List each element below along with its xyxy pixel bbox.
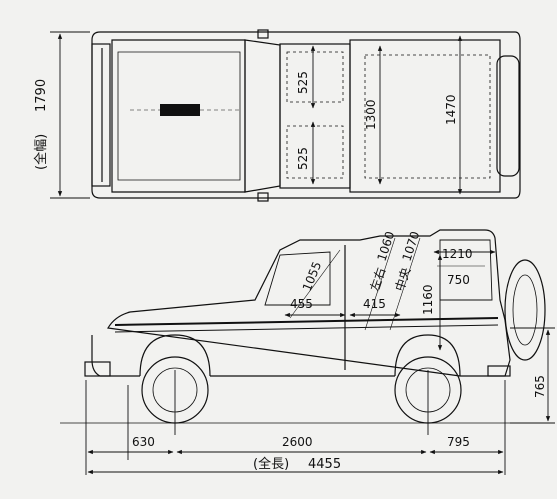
rear-overhang: 795: [447, 435, 470, 449]
rear-seat-gap: 415: [363, 297, 386, 311]
overall-length-value: 4455: [308, 457, 341, 472]
rear-compartment-height: 1160: [421, 284, 435, 315]
overall-width-value: 1790: [34, 79, 49, 112]
front-overhang: 630: [132, 435, 155, 449]
top-view-dimensions: [50, 31, 463, 199]
overall-width-label: (全幅): [33, 134, 49, 170]
front-seat-depth: 455: [290, 297, 313, 311]
side-view-labels: 1055 1060 左右 1070 中央 1210 750 455 415 11…: [132, 230, 547, 472]
headroom-rear-label: 左右: [367, 265, 389, 292]
rear-length: 1210: [442, 247, 473, 261]
overall-height-part: 765: [533, 375, 547, 398]
track-front: 1300: [364, 99, 378, 130]
seat-width-rear: 525: [296, 147, 310, 170]
rear-height: 750: [447, 273, 470, 287]
side-view: [60, 229, 546, 424]
track-rear: 1470: [444, 94, 458, 125]
headroom-rear: 1060: [375, 230, 398, 263]
seat-width-front: 525: [296, 71, 310, 94]
headroom-center-label: 中央: [392, 265, 414, 292]
overall-length-label: (全長): [253, 456, 289, 472]
side-view-dimensions: [85, 237, 555, 475]
wheelbase: 2600: [282, 435, 313, 449]
top-view-labels: (全幅) 1790 525 525 1300 1470: [33, 71, 458, 170]
headroom-center: 1070: [400, 230, 423, 263]
top-view: [91, 29, 521, 202]
